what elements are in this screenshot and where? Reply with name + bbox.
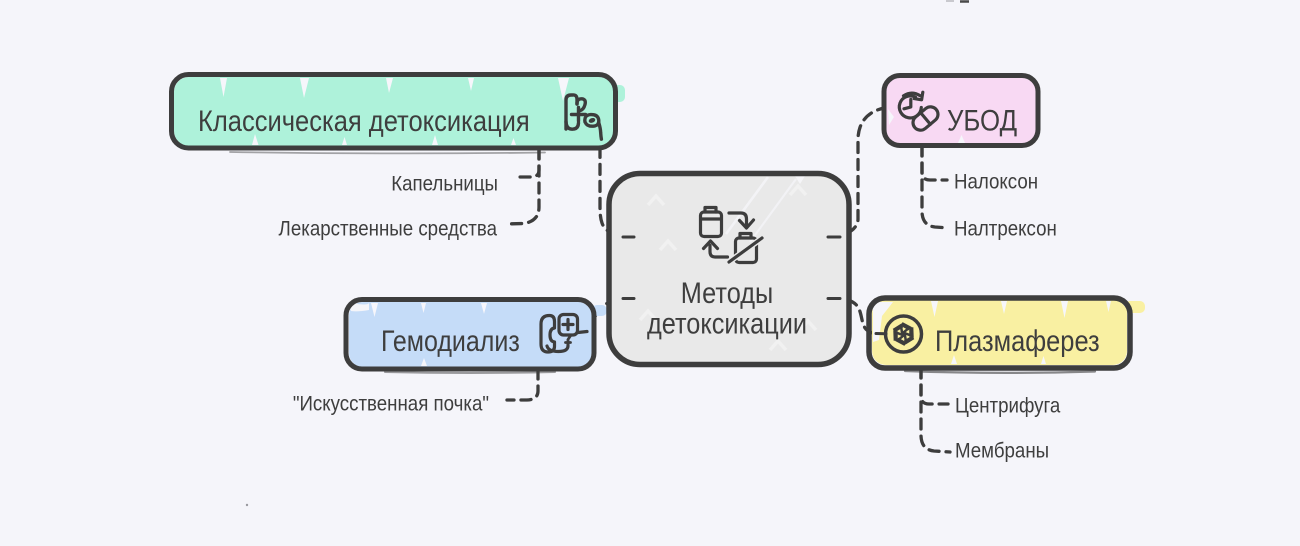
svg-text:Налтрексон: Налтрексон bbox=[954, 217, 1057, 240]
svg-text:Лекарственные средства: Лекарственные средства bbox=[279, 217, 498, 240]
svg-text:Классическая детоксикация: Классическая детоксикация bbox=[198, 104, 530, 137]
svg-text:детоксикации: детоксикации bbox=[647, 306, 807, 340]
svg-text:Капельницы: Капельницы bbox=[391, 172, 498, 195]
svg-text:Плазмаферез: Плазмаферез bbox=[935, 324, 1100, 357]
svg-text:Мембраны: Мембраны bbox=[955, 439, 1049, 462]
svg-text:Гемодиализ: Гемодиализ bbox=[381, 324, 520, 358]
svg-text:Методы: Методы bbox=[681, 276, 773, 310]
svg-text:Центрифуга: Центрифуга bbox=[955, 394, 1061, 417]
svg-text:УБОД: УБОД bbox=[947, 104, 1017, 137]
svg-text:Налоксон: Налоксон bbox=[954, 170, 1038, 193]
svg-text:"Искусственная почка": "Искусственная почка" bbox=[293, 392, 489, 415]
